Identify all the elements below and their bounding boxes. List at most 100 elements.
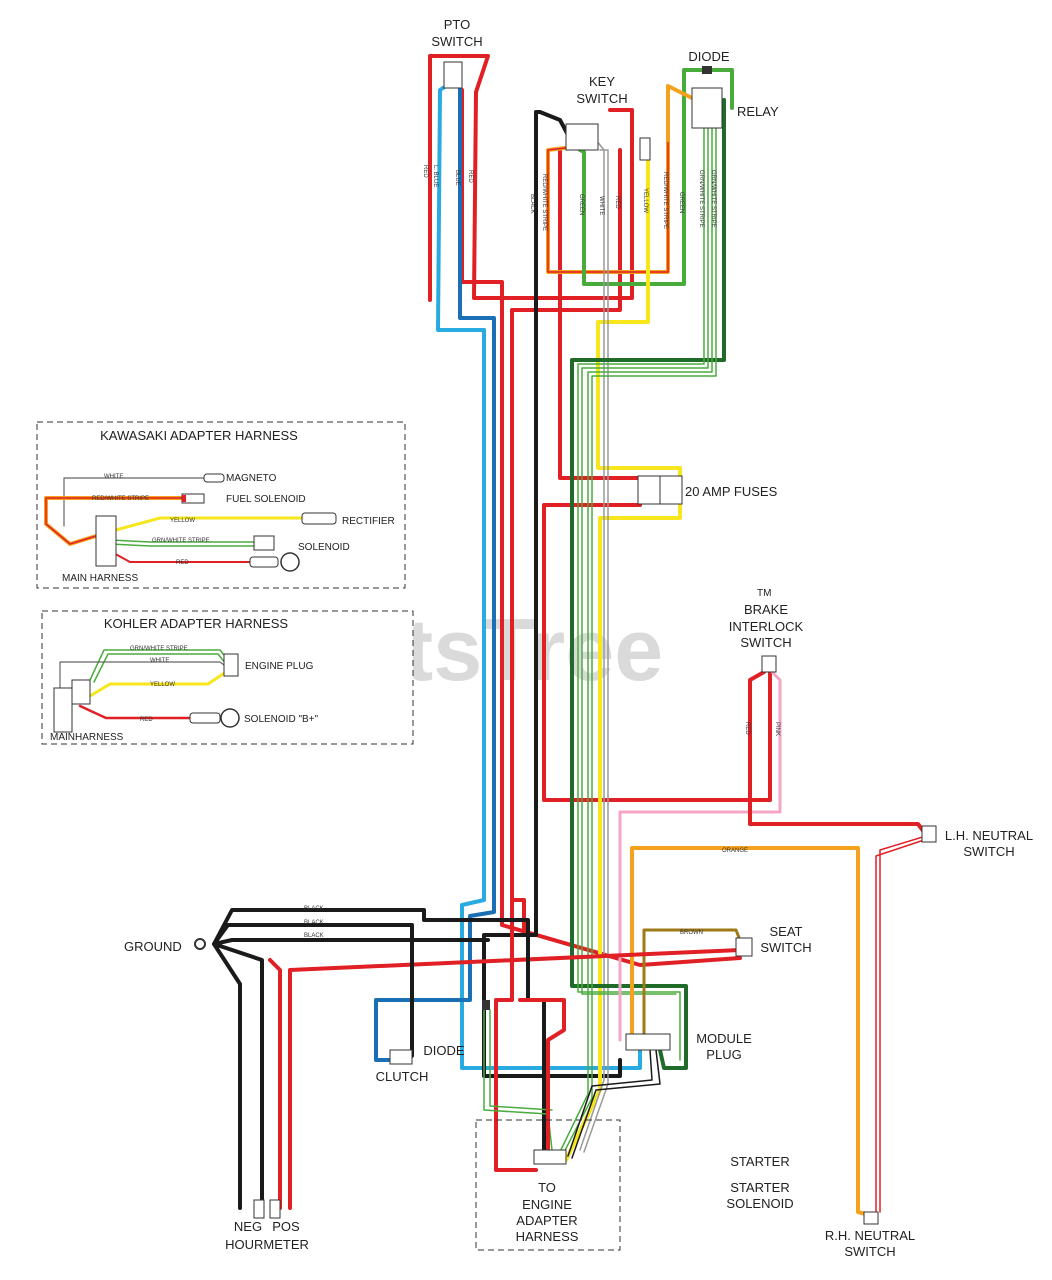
koh-label-solenoid-b: SOLENOID "B+" — [244, 714, 319, 725]
koh-main-harness-connector — [53, 687, 73, 733]
wire-brown — [642, 928, 742, 1042]
tag-red-2: RED — [467, 170, 473, 183]
koh-ring-terminal — [220, 708, 240, 728]
kaw-solenoid-connector — [253, 535, 275, 551]
kohler-title: KOHLER ADAPTER HARNESS — [104, 616, 289, 631]
wire-orange-rh — [630, 846, 868, 1216]
label-fuses: 20 AMP FUSES — [685, 484, 778, 499]
koh-tag-white: WHITE — [150, 658, 169, 664]
kaw-tag-red-white: RED/WHITE STRIPE — [92, 496, 149, 502]
koh-wire-red — [78, 704, 192, 720]
wire-yellow — [564, 158, 682, 1162]
wire-module-black — [567, 1049, 661, 1159]
wire-green-white-1 — [577, 127, 709, 1061]
wire-orange-relay — [666, 84, 702, 142]
key-switch-connector — [639, 137, 651, 161]
wire-red-white-rh — [875, 835, 927, 1215]
wire-red-white-key-inner — [547, 139, 669, 273]
kaw-wire-white — [63, 477, 205, 527]
engine-adapter-box — [475, 1119, 621, 1251]
tag-white-1: WHITE — [598, 196, 604, 215]
pto-switch — [443, 61, 463, 89]
label-engine-4: HARNESS — [516, 1229, 579, 1244]
label-clutch: CLUTCH — [376, 1069, 429, 1084]
tag-red-3: RED — [614, 196, 620, 209]
label-pos: POS — [272, 1219, 300, 1234]
wires — [212, 54, 927, 1216]
diode-top — [702, 66, 712, 74]
brake-interlock-switch — [761, 655, 777, 673]
components — [194, 61, 937, 1251]
label-pto-2: SWITCH — [431, 34, 482, 49]
watermark-tm: TM — [757, 588, 771, 599]
wire-green-key — [578, 68, 734, 286]
clutch — [389, 1049, 413, 1065]
kohler-adapter-inset: KOHLER ADAPTER HARNESS GRN/WHITE STRIPE … — [41, 610, 414, 745]
koh-engine-plug — [223, 653, 239, 677]
engine-adapter-connector — [533, 1149, 567, 1165]
kaw-label-fuel-solenoid: FUEL SOLENOID — [226, 494, 306, 505]
label-lh-2: SWITCH — [963, 844, 1014, 859]
tag-blue-1: L. BLUE — [432, 165, 438, 187]
wire-red-lh — [748, 670, 926, 834]
kaw-ring-terminal — [280, 552, 300, 572]
tag-green-1: GREEN — [578, 194, 584, 215]
lh-neutral-switch — [921, 825, 937, 843]
tag-gw-2: GRN/WHITE STRIPE — [710, 170, 716, 228]
koh-tag-yellow: YELLOW — [150, 682, 175, 688]
tag-red-4: RED — [744, 722, 750, 735]
label-engine-3: ADAPTER — [516, 1213, 577, 1228]
wire-pink — [618, 670, 782, 1042]
label-lh-1: L.H. NEUTRAL — [945, 828, 1033, 843]
kaw-tag-yellow: YELLOW — [170, 518, 195, 524]
kawasaki-title: KAWASAKI ADAPTER HARNESS — [100, 428, 298, 443]
kaw-tag-red: RED — [176, 560, 189, 566]
koh-solenoid-lead — [189, 712, 221, 724]
wire-blue — [374, 82, 496, 1062]
module-plug — [625, 1033, 671, 1051]
label-brake-3: SWITCH — [740, 635, 791, 650]
koh-label-engine-plug: ENGINE PLUG — [245, 661, 314, 672]
wire-light-blue — [436, 84, 642, 1070]
label-rh-2: SWITCH — [844, 1244, 895, 1259]
label-module-2: PLUG — [706, 1047, 741, 1062]
label-seat-2: SWITCH — [760, 940, 811, 955]
pos-terminal — [269, 1199, 281, 1219]
rh-neutral-switch — [863, 1211, 879, 1225]
wire-red-seat — [268, 898, 742, 1210]
tag-black-g1: BLACK — [304, 906, 324, 912]
wire-pto-loop-red — [428, 54, 634, 302]
kaw-magneto-connector — [203, 473, 225, 483]
labels: PTO SWITCH KEY SWITCH DIODE RELAY 20 AMP… — [124, 17, 1033, 1259]
neg-terminal — [253, 1199, 265, 1219]
label-key-1: KEY — [589, 74, 615, 89]
wire-red-engine — [518, 998, 566, 1152]
tag-orange-1: RED/WHITE STRIPE — [662, 172, 668, 229]
kaw-label-main-harness: MAIN HARNESS — [62, 573, 138, 584]
label-relay: RELAY — [737, 104, 779, 119]
kaw-label-rectifier: RECTIFIER — [342, 516, 395, 527]
label-brake-1: BRAKE — [744, 602, 788, 617]
diode-bottom — [482, 1000, 490, 1010]
tag-yellow-1: YELLOW — [642, 188, 648, 213]
kaw-fuel-connector-cap — [182, 495, 186, 502]
relay — [691, 87, 723, 129]
label-neg: NEG — [234, 1219, 262, 1234]
label-module-1: MODULE — [696, 1031, 752, 1046]
tag-red-1: RED — [422, 165, 428, 178]
label-brake-2: INTERLOCK — [729, 619, 804, 634]
kaw-tag-white: WHITE — [104, 474, 123, 480]
tag-pink-1: PINK — [774, 722, 780, 736]
wire-dark-green — [570, 98, 726, 1070]
kaw-rectifier-connector — [301, 512, 337, 525]
wire-red-2 — [510, 148, 622, 937]
wire-black-key — [482, 110, 622, 1078]
wire-white-key — [579, 139, 609, 1153]
kawasaki-box — [36, 421, 406, 589]
kaw-label-magneto: MAGNETO — [226, 473, 277, 484]
kawasaki-adapter-inset: KAWASAKI ADAPTER HARNESS WHITE RED/WHITE… — [36, 421, 406, 589]
koh-tag-red: RED — [140, 717, 153, 723]
kaw-wire-yellow — [114, 516, 304, 532]
fuse-a — [637, 475, 661, 505]
